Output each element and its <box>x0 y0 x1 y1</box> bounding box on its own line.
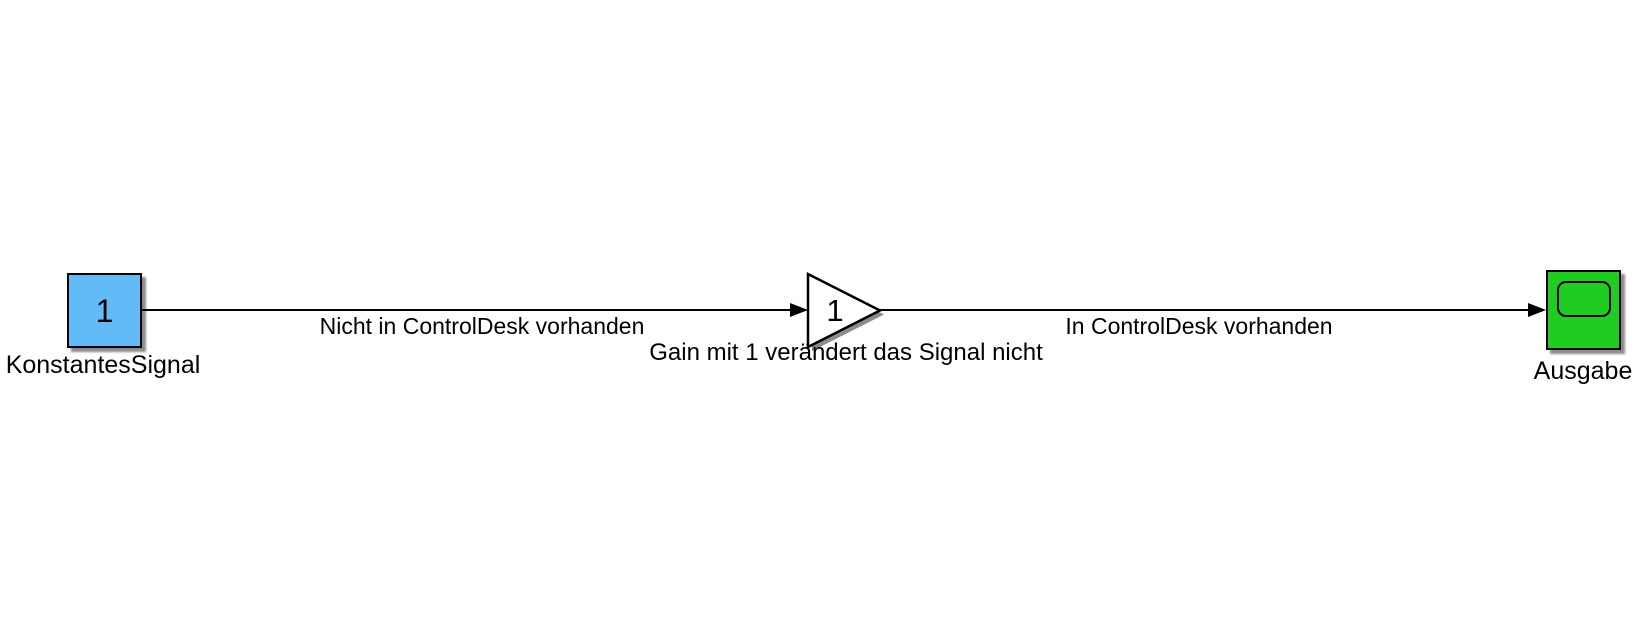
signal-line-gain-to-scope[interactable] <box>878 309 1530 311</box>
gain-block[interactable]: 1 <box>800 266 896 362</box>
constant-block-label[interactable]: KonstantesSignal <box>5 351 201 379</box>
constant-block[interactable]: 1 <box>67 273 142 348</box>
signal-label-gain-to-scope[interactable]: In ControlDesk vorhanden <box>1065 313 1333 339</box>
gain-value: 1 <box>826 293 843 328</box>
constant-value: 1 <box>95 292 114 329</box>
signal-line-constant-to-gain[interactable] <box>142 309 792 311</box>
scope-block[interactable] <box>1546 270 1621 350</box>
arrowhead-icon <box>790 302 808 317</box>
gain-block-label[interactable]: Gain mit 1 verändert das Signal nicht <box>649 339 1043 366</box>
arrowhead-icon <box>1528 302 1546 317</box>
scope-block-label[interactable]: Ausgabe <box>1533 357 1633 385</box>
signal-label-constant-to-gain[interactable]: Nicht in ControlDesk vorhanden <box>319 313 645 339</box>
scope-screen-icon <box>1557 281 1611 317</box>
gain-triangle-icon[interactable] <box>806 271 883 350</box>
